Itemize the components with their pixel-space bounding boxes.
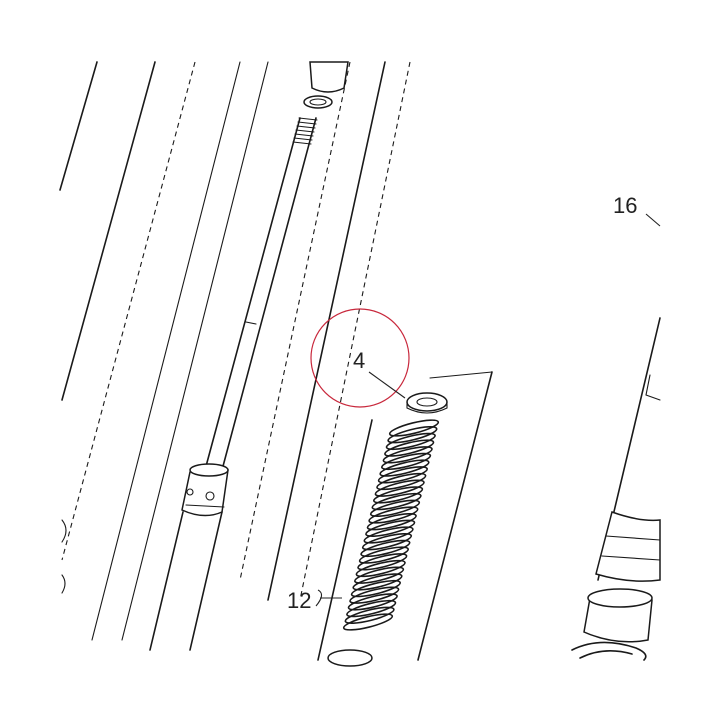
spring-coil	[368, 506, 419, 524]
damper-rod	[149, 117, 318, 651]
spring-coil	[388, 419, 440, 437]
spring-coil	[376, 472, 427, 491]
spring-coil	[349, 586, 400, 604]
spring-coil	[347, 593, 398, 611]
spring-coil	[358, 546, 409, 564]
callout-12-leader	[315, 589, 342, 607]
spring-coil	[385, 432, 436, 451]
highlight-circle	[310, 308, 410, 408]
callout-16-label: 16	[613, 193, 637, 218]
spring-coil	[352, 573, 403, 591]
spring-coil	[382, 446, 433, 464]
top-cap	[303, 61, 349, 109]
spring-coil	[365, 519, 416, 537]
outer-tube-assembly	[571, 213, 661, 661]
spring-coil	[346, 599, 397, 618]
callout-4-leader	[368, 371, 406, 399]
spring-coil	[361, 533, 413, 551]
spring-coil	[373, 486, 424, 504]
spring-coil	[350, 579, 401, 598]
fork-spring	[342, 419, 440, 631]
fork-tube-outline	[59, 61, 411, 641]
spring-coil	[360, 539, 411, 558]
spring-guide-lines	[317, 371, 493, 661]
spring-coil	[374, 479, 425, 497]
spring-coil	[379, 459, 430, 477]
spring-coil	[366, 513, 417, 531]
spring-coil	[363, 526, 414, 544]
spring-coil	[381, 452, 432, 471]
spring-coil	[357, 553, 408, 571]
spacer	[327, 649, 373, 667]
callout-12-label: 12	[287, 588, 311, 613]
spring-coil	[354, 566, 405, 584]
spring-coil	[377, 466, 428, 484]
spring-coil	[387, 426, 438, 444]
spring-coil	[355, 559, 406, 578]
spring-coil	[384, 439, 435, 457]
spring-coil	[342, 613, 394, 631]
callout-4-label: 4	[353, 348, 365, 373]
spring-coil	[371, 492, 422, 511]
spring-coil	[344, 606, 395, 624]
spring-washer	[406, 392, 448, 414]
spring-coil	[369, 499, 421, 517]
